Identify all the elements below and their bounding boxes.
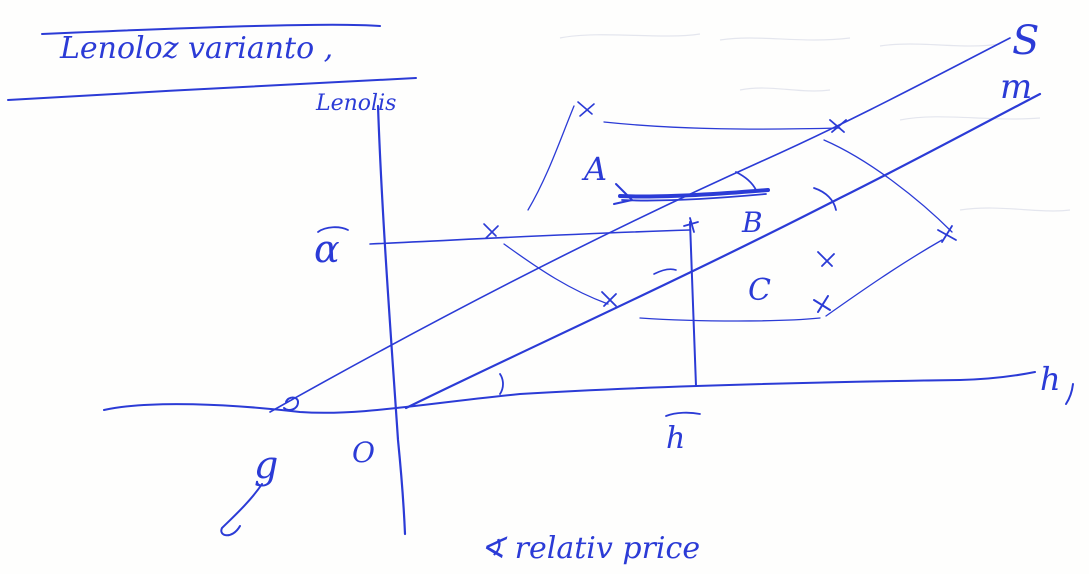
line-s (269, 37, 1011, 413)
segment-ab (618, 188, 770, 199)
arc-b-lower (813, 187, 837, 211)
alpha-bar (317, 226, 349, 233)
point-g-mark (283, 396, 299, 411)
small-mark (653, 268, 677, 275)
vertical-axis (376, 104, 407, 536)
arc-b-upper (735, 171, 757, 191)
origin-label: O (352, 436, 375, 469)
region-top-edge (603, 121, 841, 130)
arrow-a (613, 183, 633, 205)
alpha-label: α (314, 227, 340, 271)
h-bar-label: h (666, 421, 685, 456)
lower-curve (503, 243, 609, 305)
g-loop (220, 483, 263, 537)
g-label: g (254, 443, 278, 487)
horizontal-axis (103, 371, 1036, 414)
vertical-axis-label: Lenolis (315, 91, 396, 116)
bottom-note: ∢ relativ price (480, 531, 700, 566)
region-corner-mark-4 (813, 295, 831, 313)
alpha-cross (483, 223, 499, 239)
region-bottom-edge (639, 317, 821, 322)
title-underline (7, 77, 417, 101)
line-m-label: m (1000, 67, 1032, 107)
c-mark (817, 251, 835, 267)
label-c: C (748, 273, 771, 308)
title: Lenoloz varianto , (59, 31, 333, 66)
region-left-edge (527, 105, 575, 211)
horizontal-axis-label: h (1040, 360, 1061, 398)
lower-curve-mark (601, 291, 617, 307)
segment-ab-shadow (621, 193, 767, 202)
alpha-line (369, 229, 691, 245)
region-lower-right-edge (825, 239, 943, 317)
title-overline (41, 23, 381, 35)
label-b: B (741, 206, 763, 239)
label-a: A (581, 150, 607, 188)
intersection-mark (683, 217, 699, 233)
h-bar-vertical (689, 221, 697, 387)
bleed-through (559, 33, 1071, 212)
region-corner-mark-3 (937, 225, 957, 243)
region-corner-mark-1 (577, 101, 595, 117)
line-s-label: S (1012, 18, 1039, 64)
angle-arc (499, 373, 504, 395)
line-m (404, 92, 1042, 410)
horizontal-axis-label-comma (1065, 383, 1074, 405)
region-right-edge (823, 139, 953, 233)
region-corner-mark-2 (829, 119, 847, 133)
h-bar-overline (665, 411, 701, 417)
